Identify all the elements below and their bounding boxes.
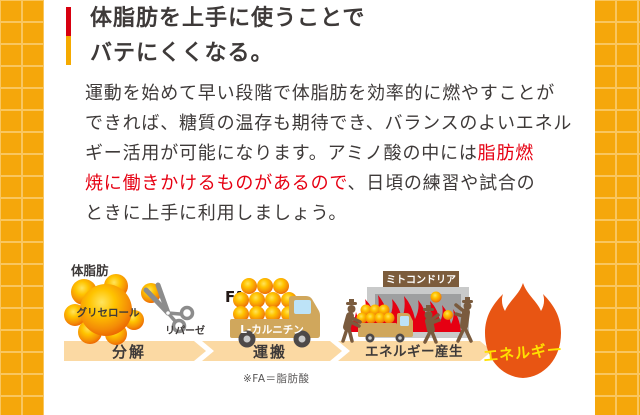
body-text: ギー活用が可能になります。アミノ酸の中には <box>85 143 478 164</box>
fa-ball-pyramid <box>233 278 297 322</box>
body-text: ときに上手に利用しましょう。 <box>85 203 348 224</box>
step3-label: エネルギー産生 <box>365 343 463 360</box>
body-text: 運動を始めて早い段階で体脂肪を効率的に燃やすことが <box>85 83 555 104</box>
body-fat-label: 体脂肪 <box>71 263 109 278</box>
page-title-line2: バテにくくなる。 <box>90 41 274 66</box>
infographic-card: 体脂肪を上手に使うことで バテにくくなる。 運動を始めて早い段階で体脂肪を効率的… <box>44 0 595 415</box>
body-line: 焼に働きかけるものがあるので、日頃の練習や試合の <box>85 169 572 199</box>
body-fat-illustration: 体脂肪 グリセロール リパーゼ <box>64 263 205 345</box>
thrown-fa-ball <box>430 291 442 303</box>
scissors-icon <box>143 282 195 334</box>
body-line: ギー活用が可能になります。アミノ酸の中には脂肪燃 <box>85 139 572 169</box>
worker-right <box>454 297 473 343</box>
body-line: 運動を始めて早い段階で体脂肪を効率的に燃やすことが <box>85 79 572 109</box>
step-arrow-3 <box>338 341 492 361</box>
fa-footnote: ※FA＝脂肪酸 <box>243 372 310 385</box>
energy-flame-icon: エネルギー <box>482 283 564 378</box>
worker-figures <box>341 297 473 344</box>
step2-label: 運搬 <box>253 343 287 361</box>
heading-accent-bar <box>66 7 71 65</box>
carnitine-label: L-カルニチン <box>240 324 304 336</box>
body-line: ときに上手に利用しましょう。 <box>85 199 572 229</box>
body-text: できれば、糖質の温存も期待でき、バランスのよいエネル <box>85 113 573 134</box>
glycerol-label: グリセロール <box>77 306 140 319</box>
fat-metabolism-diagram: 分解 運搬 エネルギー産生 体脂肪 グリセロール <box>64 263 564 385</box>
mitochondria-label: ミトコンドリア <box>386 274 456 286</box>
step-arrow-1 <box>64 341 206 361</box>
fat-ball-cluster <box>64 274 161 345</box>
process-arrow-bands: 分解 運搬 エネルギー産生 <box>64 341 492 361</box>
body-line: できれば、糖質の温存も期待でき、バランスのよいエネル <box>85 109 572 139</box>
page-title-line1: 体脂肪を上手に使うことで <box>90 6 366 31</box>
mitochondria-sign <box>383 271 459 287</box>
body-text-highlight: 脂肪燃 <box>477 143 535 164</box>
step1-label: 分解 <box>112 343 146 361</box>
step-arrow-2 <box>202 341 342 361</box>
transport-truck-illustration: FA L-カルニチン <box>225 278 320 348</box>
lipase-label: リパーゼ <box>165 324 205 337</box>
worker-center <box>423 305 441 344</box>
body-paragraph: 運動を始めて早い段階で体脂肪を効率的に燃やすことが できれば、糖質の温存も期待で… <box>85 79 572 229</box>
worker-left <box>341 299 362 343</box>
thrown-fa-ball <box>443 310 453 320</box>
truck-window <box>294 300 311 314</box>
small-truck <box>356 304 413 343</box>
body-text-highlight: 焼に働きかけるものがあるので <box>85 173 348 194</box>
mitochondria-illustration: ミトコンドリア <box>341 271 473 344</box>
page-title: 体脂肪を上手に使うことで バテにくくなる。 <box>90 1 365 71</box>
body-text: 、日頃の練習や試合の <box>347 173 536 194</box>
